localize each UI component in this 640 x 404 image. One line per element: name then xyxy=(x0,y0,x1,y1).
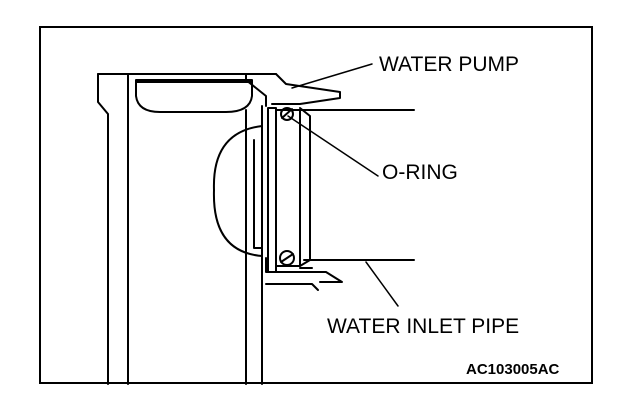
o-ring-label: O-RING xyxy=(382,161,458,184)
water-inlet-pipe-label: WATER INLET PIPE xyxy=(327,315,520,338)
leader-water-inlet-pipe xyxy=(365,261,399,307)
o-ring-lower xyxy=(279,250,295,266)
diagram-frame xyxy=(39,26,593,384)
water-inlet-pipe xyxy=(267,107,415,273)
figure-code-label: AC103005AC xyxy=(466,361,560,378)
o-ring-upper xyxy=(280,107,294,121)
leader-lines xyxy=(287,63,399,307)
leader-o-ring xyxy=(287,115,379,177)
leader-water-pump xyxy=(291,63,373,89)
water-pump-label: WATER PUMP xyxy=(379,53,519,76)
water-pump-housing xyxy=(97,73,343,385)
